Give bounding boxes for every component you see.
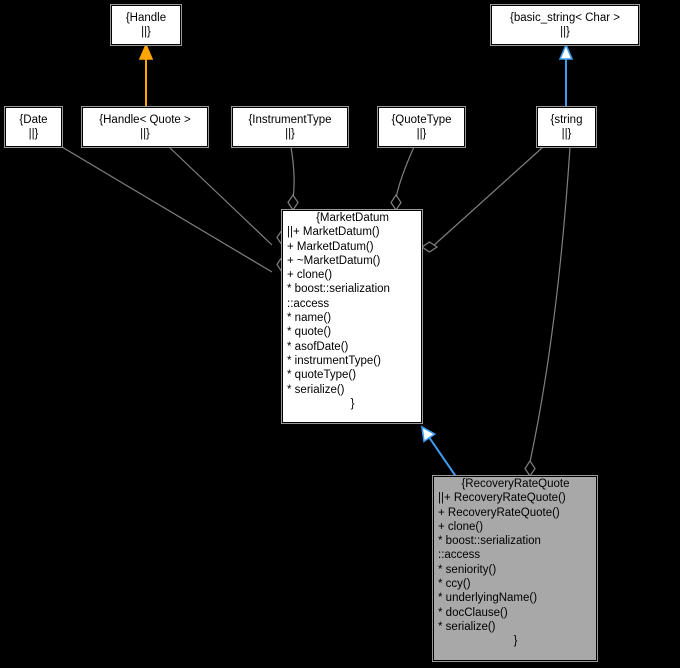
class-node-line: ||} [141, 26, 151, 38]
class-node-line: * serialize() [438, 620, 496, 633]
class-node-line: {string [550, 113, 583, 126]
class-node-line: {Handle [125, 11, 167, 24]
class-node-line: + RecoveryRateQuote() [438, 506, 560, 519]
class-node-market_datum[interactable]: {MarketDatum ||+ MarketDatum()+ MarketDat… [281, 209, 423, 424]
class-node-line: ||} [28, 128, 39, 140]
class-node-line: {InstrumentType [248, 113, 332, 126]
edge-line-string-used-by-marketdatum [431, 146, 544, 248]
inheritance-arrowhead-recovery-inherits-marketdatum [420, 425, 437, 443]
class-node-basic_string[interactable]: {basic_string< Char > ||} [490, 4, 640, 46]
class-node-line: ||} [285, 128, 295, 140]
class-node-line: * docClause() [438, 606, 508, 619]
class-node-line: ::access [287, 297, 330, 310]
class-node-line: * underlyingName() [438, 592, 538, 605]
class-node-handle[interactable]: {Handle ||} [110, 4, 182, 46]
class-node-line: * serialize() [287, 383, 345, 396]
class-node-line: * instrumentType() [287, 354, 381, 367]
class-node-line: * name() [287, 312, 332, 325]
aggregation-diamond-instrumenttype-used-by-marketdatum [287, 193, 299, 212]
class-node-line: } [513, 635, 518, 648]
class-node-line: + clone() [287, 269, 333, 282]
class-node-line: ||} [416, 128, 427, 140]
class-node-line: * ccy() [438, 578, 471, 591]
class-node-line: * quoteType() [287, 369, 357, 382]
class-node-quote_type[interactable]: {QuoteType ||} [377, 106, 466, 148]
class-node-line: + clone() [438, 520, 484, 533]
edge-line-instrumenttype-used-by-marketdatum [290, 146, 295, 199]
class-node-line: } [350, 397, 355, 410]
class-node-line: * asofDate() [287, 340, 349, 353]
class-node-recovery_rate_quote[interactable]: {RecoveryRateQuote ||+ RecoveryRateQuote(… [432, 475, 598, 662]
inheritance-arrowhead-handle-quote-inherits-handle [138, 42, 154, 60]
class-node-line: ||} [560, 26, 570, 38]
class-node-date[interactable]: {Date ||} [4, 106, 63, 148]
aggregation-diamond-string-used-by-marketdatum [420, 241, 439, 253]
class-node-line: {Date [19, 113, 48, 126]
class-node-line: + ~MarketDatum() [287, 254, 381, 267]
class-node-handle_quote[interactable]: {Handle< Quote > ||} [81, 106, 209, 148]
edge-line-date-used-by-marketdatum [61, 146, 273, 273]
class-node-line: ||} [140, 128, 150, 140]
class-node-line: + MarketDatum() [287, 240, 374, 253]
class-node-line: * boost::serialization [438, 535, 541, 548]
class-node-line: * quote() [287, 326, 332, 339]
aggregation-diamond-quotetype-used-by-marketdatum [390, 193, 402, 212]
class-node-line: ||} [561, 128, 572, 140]
class-node-line: {basic_string< Char > [510, 11, 620, 24]
class-node-string[interactable]: {string ||} [536, 106, 597, 148]
class-node-line: ||+ MarketDatum() [287, 226, 380, 239]
class-node-line: {QuoteType [391, 113, 452, 126]
class-node-instrument_type[interactable]: {InstrumentType ||} [231, 106, 349, 148]
class-node-line: {RecoveryRateQuote [461, 478, 570, 490]
edge-line-recovery-inherits-marketdatum [428, 437, 458, 479]
class-node-line: {Handle< Quote > [99, 113, 191, 126]
edge-line-quotetype-used-by-marketdatum [395, 146, 415, 199]
class-node-line: ||+ RecoveryRateQuote() [438, 492, 566, 505]
edge-line-handle-quote-used-by-marketdatum [168, 146, 273, 246]
aggregation-diamond-string-used-by-recovery [524, 459, 536, 478]
class-node-line: * boost::serialization [287, 283, 390, 296]
class-node-line: ::access [438, 549, 481, 562]
class-node-line: {MarketDatum [316, 212, 389, 224]
edge-line-string-used-by-recovery [529, 146, 571, 463]
inheritance-arrowhead-string-inherits-basic-string [558, 42, 574, 60]
class-node-line: * seniority() [438, 563, 497, 576]
